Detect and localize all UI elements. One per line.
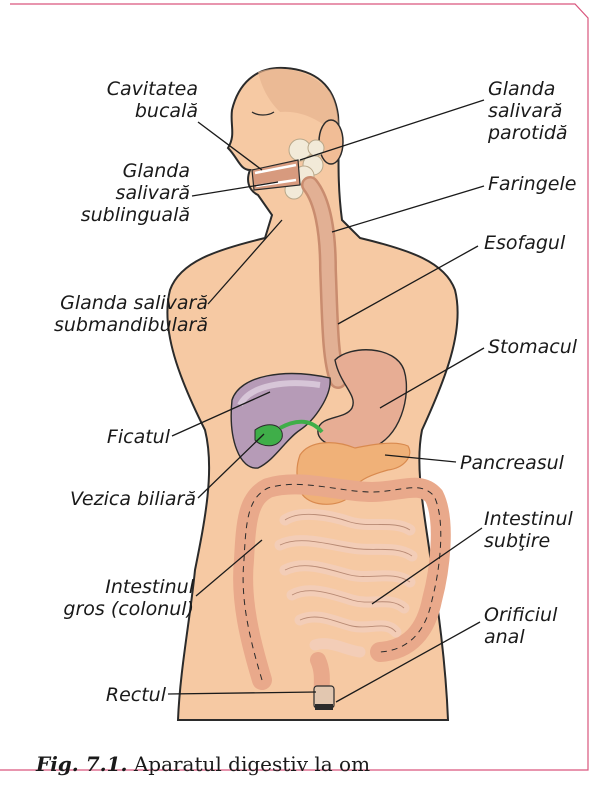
ear (319, 120, 343, 164)
label-glanda-parotida: Glanda salivară parotidă (488, 78, 568, 144)
figure-number: Fig. 7.1. (36, 752, 127, 776)
figure-caption-text: Aparatul digestiv la om (127, 752, 370, 776)
figure-caption: Fig. 7.1. Aparatul digestiv la om (36, 752, 370, 776)
label-rectul: Rectul (40, 684, 166, 706)
label-pancreasul: Pancreasul (460, 452, 564, 474)
label-orificiul-anal: Orificiul anal (484, 604, 557, 648)
label-glanda-sublinguala: Glanda salivară sublinguală (40, 160, 190, 226)
label-esofagul: Esofagul (484, 232, 565, 254)
label-faringele: Faringele (488, 173, 576, 195)
label-intestinul-subtire: Intestinul subţire (484, 508, 573, 552)
label-vezica-biliara: Vezica biliară (20, 488, 196, 510)
gall-bladder (255, 425, 282, 446)
label-cavitatea-bucala: Cavitatea bucală (40, 78, 198, 122)
label-ficatul: Ficatul (40, 426, 170, 448)
label-glanda-submandibulara: Glanda salivară submandibulară (18, 292, 208, 336)
label-intestinul-gros: Intestinul gros (colonul) (20, 576, 194, 620)
label-stomacul: Stomacul (488, 336, 577, 358)
